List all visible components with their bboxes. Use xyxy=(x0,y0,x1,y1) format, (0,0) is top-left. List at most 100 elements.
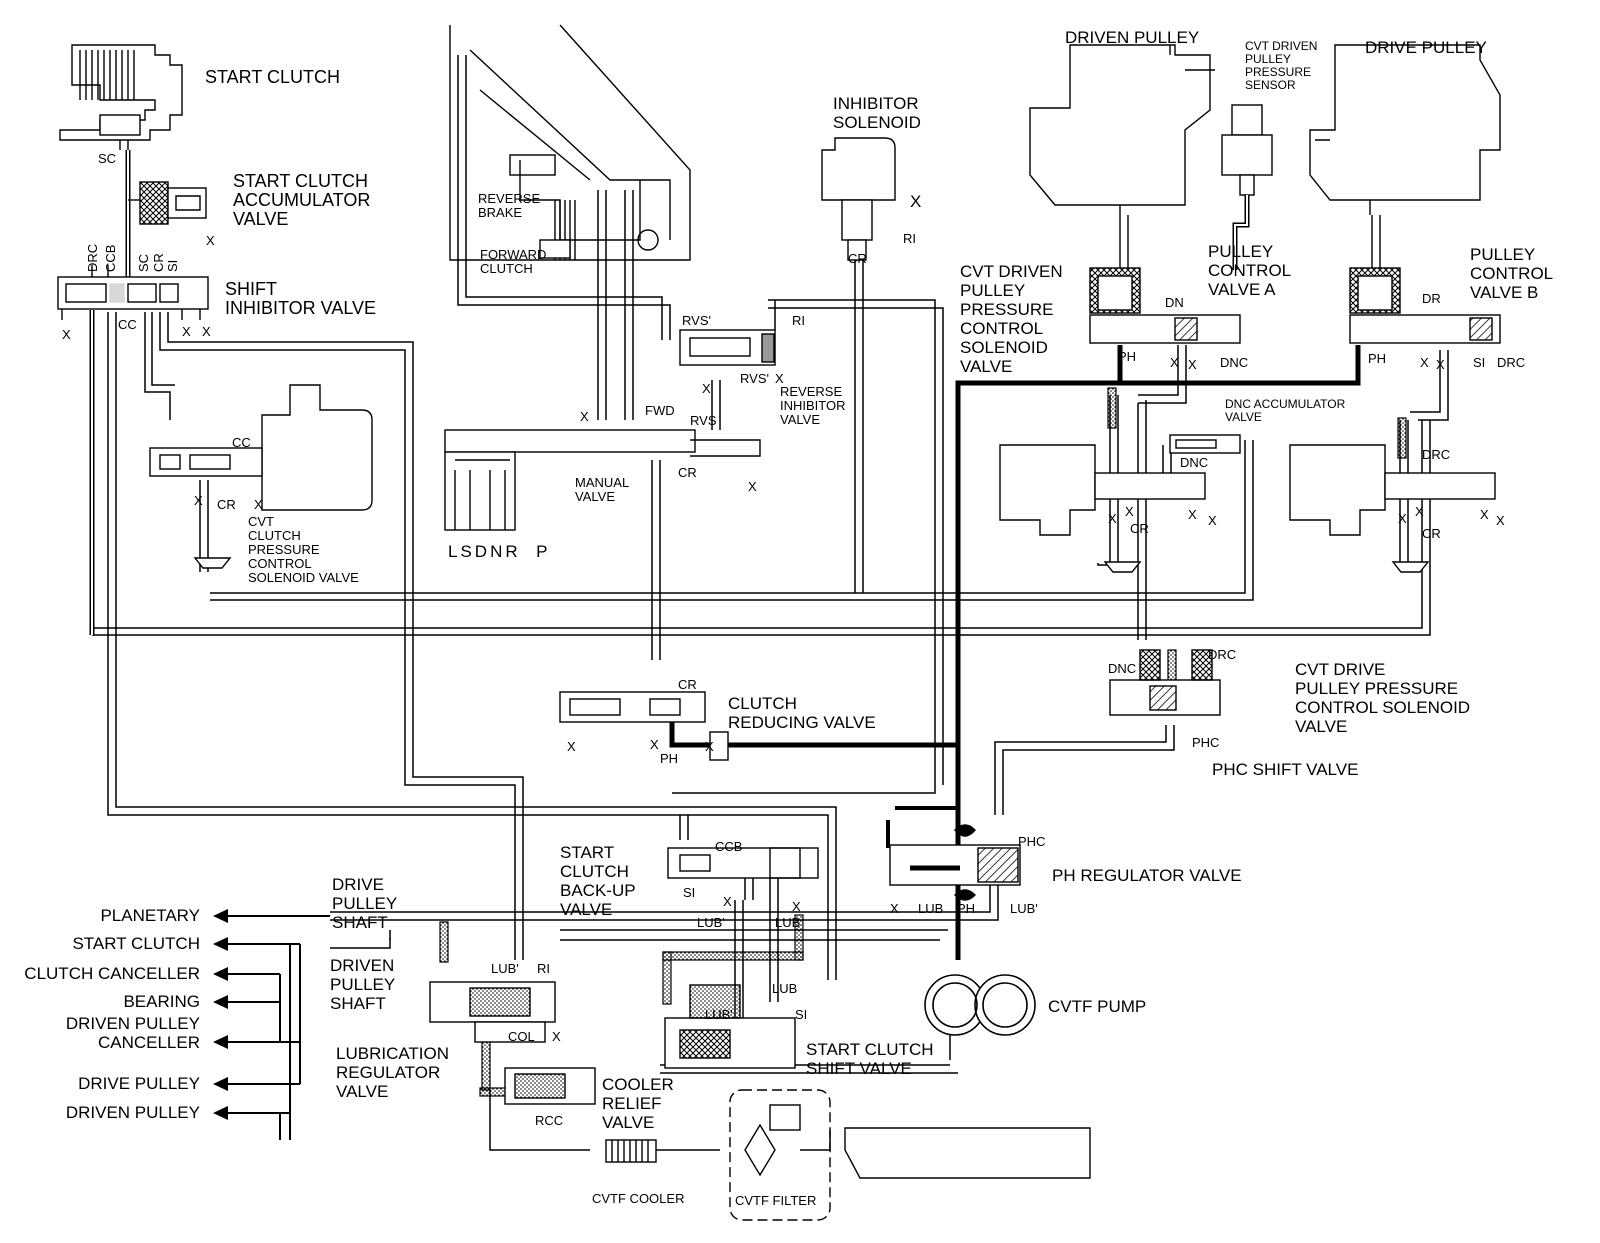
clutch-reducing-valve xyxy=(559,691,729,761)
port-ccb: CCB xyxy=(715,839,743,854)
output-arrowhead xyxy=(213,1077,228,1091)
port-lub-regulator: LUB xyxy=(918,901,944,916)
vent-x: X xyxy=(1208,513,1217,528)
port-cr-left: CR xyxy=(217,497,236,512)
vent-x: X xyxy=(1480,507,1489,522)
output-arrowhead xyxy=(213,909,228,923)
port-cr-manual: CR xyxy=(678,465,697,480)
output-label: START CLUTCH xyxy=(72,934,200,953)
vent-x: X xyxy=(202,324,211,339)
label-driven-pulley-shaft: DRIVEN PULLEY SHAFT xyxy=(330,956,396,1013)
label-start-clutch-back-up-valve: START CLUTCH BACK-UP VALVE xyxy=(560,843,636,919)
port-drc-phc: DRC xyxy=(1208,647,1237,662)
ph-regulator-valve xyxy=(889,824,1021,901)
drive-pulley-body xyxy=(1309,44,1501,215)
vent-x: X xyxy=(723,894,732,909)
cvtf-reservoir xyxy=(844,1127,1091,1179)
port-lub-scs: LUB xyxy=(772,981,798,996)
label-reverse-inhibitor-valve: REVERSE INHIBITOR VALVE xyxy=(780,384,846,427)
pulley-pressure-solenoids xyxy=(999,434,1496,573)
vent-x: X xyxy=(1188,357,1197,372)
vent-x: X xyxy=(705,739,714,754)
label-dnc-accumulator-valve: DNC ACCUMULATOR VALVE xyxy=(1225,397,1346,424)
label-ph-regulator-valve: PH REGULATOR VALVE xyxy=(1052,866,1242,885)
label-inhibitor-solenoid: INHIBITOR SOLENOID xyxy=(833,94,921,132)
vent-x: X xyxy=(702,381,711,396)
label-cooler-relief-valve: COOLER RELIEF VALVE xyxy=(602,1075,674,1132)
vent-x: X xyxy=(62,327,71,342)
label-shift-positions: LSDNR P xyxy=(448,542,551,561)
vent-x: X xyxy=(748,479,757,494)
port-ri: RI xyxy=(792,313,805,328)
output-label: BEARING xyxy=(123,992,200,1011)
driven-pulley-body xyxy=(1029,44,1215,215)
vent-x: X xyxy=(1415,504,1424,519)
fluid-lines xyxy=(89,55,1449,1151)
vent-x: X xyxy=(580,409,589,424)
label-cvt-driven-pulley-pressure-control-solenoid-valve: CVT DRIVEN PULLEY PRESSURE CONTROL SOLEN… xyxy=(960,262,1063,376)
vent-x: X xyxy=(890,901,899,916)
output-arrowhead xyxy=(213,967,228,981)
port-cr-inhibitor: CR xyxy=(848,251,867,266)
label-cvtf-pump: CVTF PUMP xyxy=(1048,997,1147,1016)
vent-x: X xyxy=(1436,357,1445,372)
label-clutch-reducing-valve: CLUTCH REDUCING VALVE xyxy=(728,694,876,732)
port-dnc-phc: DNC xyxy=(1108,661,1137,676)
port-drc-vertical: DRC xyxy=(85,243,100,272)
port-si-vertical: SI xyxy=(165,259,180,272)
label-cvtf-filter: CVTF FILTER xyxy=(735,1193,817,1208)
port-cc: CC xyxy=(118,317,137,332)
port-ph-clutch: PH xyxy=(660,751,679,766)
port-cr-vertical: CR xyxy=(151,253,166,272)
label-lubrication-regulator-valve: LUBRICATION REGULATOR VALVE xyxy=(336,1044,450,1101)
port-lub-prime-backup: LUB' xyxy=(697,915,725,930)
port-dnc-accumulator: DNC xyxy=(1180,455,1209,470)
label-start-clutch-accumulator-valve: START CLUTCH ACCUMULATOR VALVE xyxy=(233,171,371,229)
vent-x: X xyxy=(194,493,203,508)
cvtf-cooler xyxy=(605,1139,657,1163)
vent-x: X xyxy=(552,1029,561,1044)
label-cvt-drive-pulley-pressure-control-solenoid-valve: CVT DRIVE PULLEY PRESSURE CONTROL SOLENO… xyxy=(1295,660,1471,736)
port-cr-right: CR xyxy=(1422,526,1441,541)
manual-valve xyxy=(444,429,761,531)
start-clutch-assembly xyxy=(59,44,183,150)
label-cvt-clutch-pressure-control-solenoid-valve: CVT CLUTCH PRESSURE CONTROL SOLENOID VAL… xyxy=(248,514,359,585)
port-cr-clutch: CR xyxy=(678,677,697,692)
cooler-relief-valve xyxy=(504,1067,596,1105)
label-forward-clutch: FORWARD CLUTCH xyxy=(480,247,547,276)
port-dn: DN xyxy=(1165,295,1184,310)
cvtf-pump xyxy=(924,974,1036,1036)
start-clutch-shift-valve xyxy=(664,984,796,1069)
port-rvs-prime: RVS' xyxy=(682,313,711,328)
port-rcc: RCC xyxy=(535,1113,564,1128)
vent-x: X xyxy=(206,233,215,248)
port-fwd: FWD xyxy=(645,403,675,418)
port-dnc-a: DNC xyxy=(1220,355,1249,370)
label-phc-shift-valve: PHC SHIFT VALVE xyxy=(1212,760,1359,779)
output-arrowhead xyxy=(213,995,228,1009)
output-arrows xyxy=(240,915,330,1140)
port-dr: DR xyxy=(1422,291,1441,306)
lubrication-regulator-valve xyxy=(429,981,556,1043)
output-label: DRIVEN PULLEY CANCELLER xyxy=(65,1014,200,1052)
vent-x: X xyxy=(792,899,801,914)
vent-x: X xyxy=(650,737,659,752)
output-arrowhead xyxy=(213,1035,228,1049)
port-phc: PHC xyxy=(1192,735,1220,750)
cvtf-filter xyxy=(729,1089,831,1221)
reverse-inhibitor-valve xyxy=(679,329,776,366)
label-manual-valve: MANUAL VALVE xyxy=(575,475,630,504)
vent-x: X xyxy=(1420,355,1429,370)
port-drc-b: DRC xyxy=(1497,355,1526,370)
label-shift-inhibitor-valve: SHIFT INHIBITOR VALVE xyxy=(225,279,377,318)
transmission-case xyxy=(449,24,691,261)
output-label: PLANETARY xyxy=(100,906,200,925)
pressure-sensor xyxy=(1221,104,1273,270)
label-reverse-brake: REVERSE BRAKE xyxy=(478,191,541,220)
port-si-backup: SI xyxy=(683,885,696,900)
port-ph-b: PH xyxy=(1368,351,1387,366)
port-rvs-prime-2: RVS' xyxy=(740,371,769,386)
port-si-scs: SI xyxy=(795,1007,808,1022)
